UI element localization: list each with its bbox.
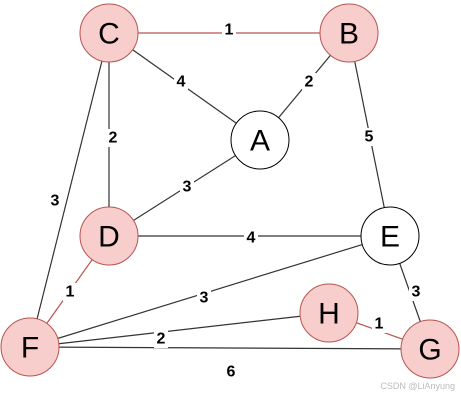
edge-weight-c-f: 3 [51, 193, 60, 210]
edge-weight-background [372, 315, 386, 333]
edges-layer [29, 32, 431, 350]
edge-weight-b-a: 2 [305, 74, 314, 91]
edge-weight-d-e: 4 [247, 230, 256, 247]
edge-c-f [29, 32, 110, 348]
edge-weight-background [244, 229, 258, 247]
node-d: D [79, 206, 139, 266]
edge-weight-background [174, 73, 188, 91]
edge-weight-f-g: 6 [227, 364, 236, 381]
edge-weight-background [409, 283, 423, 301]
node-circle-d [79, 206, 139, 266]
node-label-d: D [98, 221, 120, 254]
edge-weight-f-h: 2 [157, 331, 166, 348]
node-circle-e [360, 206, 420, 266]
edge-f-h [29, 312, 330, 348]
node-b: B [319, 3, 379, 63]
edge-weight-c-a: 4 [177, 74, 186, 91]
edge-weight-b-e: 5 [365, 129, 374, 146]
edge-weight-c-d: 2 [109, 130, 118, 147]
edge-weight-d-f: 1 [66, 284, 75, 301]
node-label-f: F [21, 332, 39, 365]
node-label-g: G [418, 334, 441, 367]
node-circle-a [230, 110, 290, 170]
node-c: C [79, 3, 139, 63]
node-label-a: A [250, 125, 270, 158]
node-circle-f [0, 317, 60, 377]
node-label-h: H [318, 298, 340, 331]
edge-f-g [29, 346, 431, 350]
edge-weight-e-g: 3 [412, 284, 421, 301]
edge-weight-background [63, 283, 77, 301]
edge-weight-background [302, 73, 316, 91]
edge-weight-background [224, 363, 238, 381]
node-label-c: C [98, 18, 120, 51]
edge-weight-background [106, 129, 120, 147]
edge-weight-h-g: 1 [375, 316, 384, 333]
node-h: H [299, 283, 359, 343]
edge-weight-a-d: 3 [183, 179, 192, 196]
watermark: CSDN @LiAnyung [380, 381, 455, 391]
node-label-b: B [339, 18, 359, 51]
node-label-e: E [380, 221, 400, 254]
edge-weight-background [180, 178, 194, 196]
edge-weight-background [222, 21, 236, 39]
nodes-layer: C B A E D H F G [0, 3, 460, 379]
edge-weight-background [154, 330, 168, 348]
node-circle-g [400, 319, 460, 379]
edge-weight-background [48, 192, 62, 210]
edge-weight-e-f: 3 [200, 290, 209, 307]
node-f: F [0, 317, 60, 377]
node-g: G [400, 319, 460, 379]
weights-layer: 1 4 2 2 3 5 3 4 1 3 3 1 2 6 [48, 21, 423, 381]
node-circle-b [319, 3, 379, 63]
node-circle-c [79, 3, 139, 63]
edge-weight-background [197, 289, 211, 307]
node-circle-h [299, 283, 359, 343]
node-a: A [230, 110, 290, 170]
edge-weight-c-b: 1 [225, 22, 234, 39]
edge-weight-background [362, 128, 376, 146]
node-e: E [360, 206, 420, 266]
